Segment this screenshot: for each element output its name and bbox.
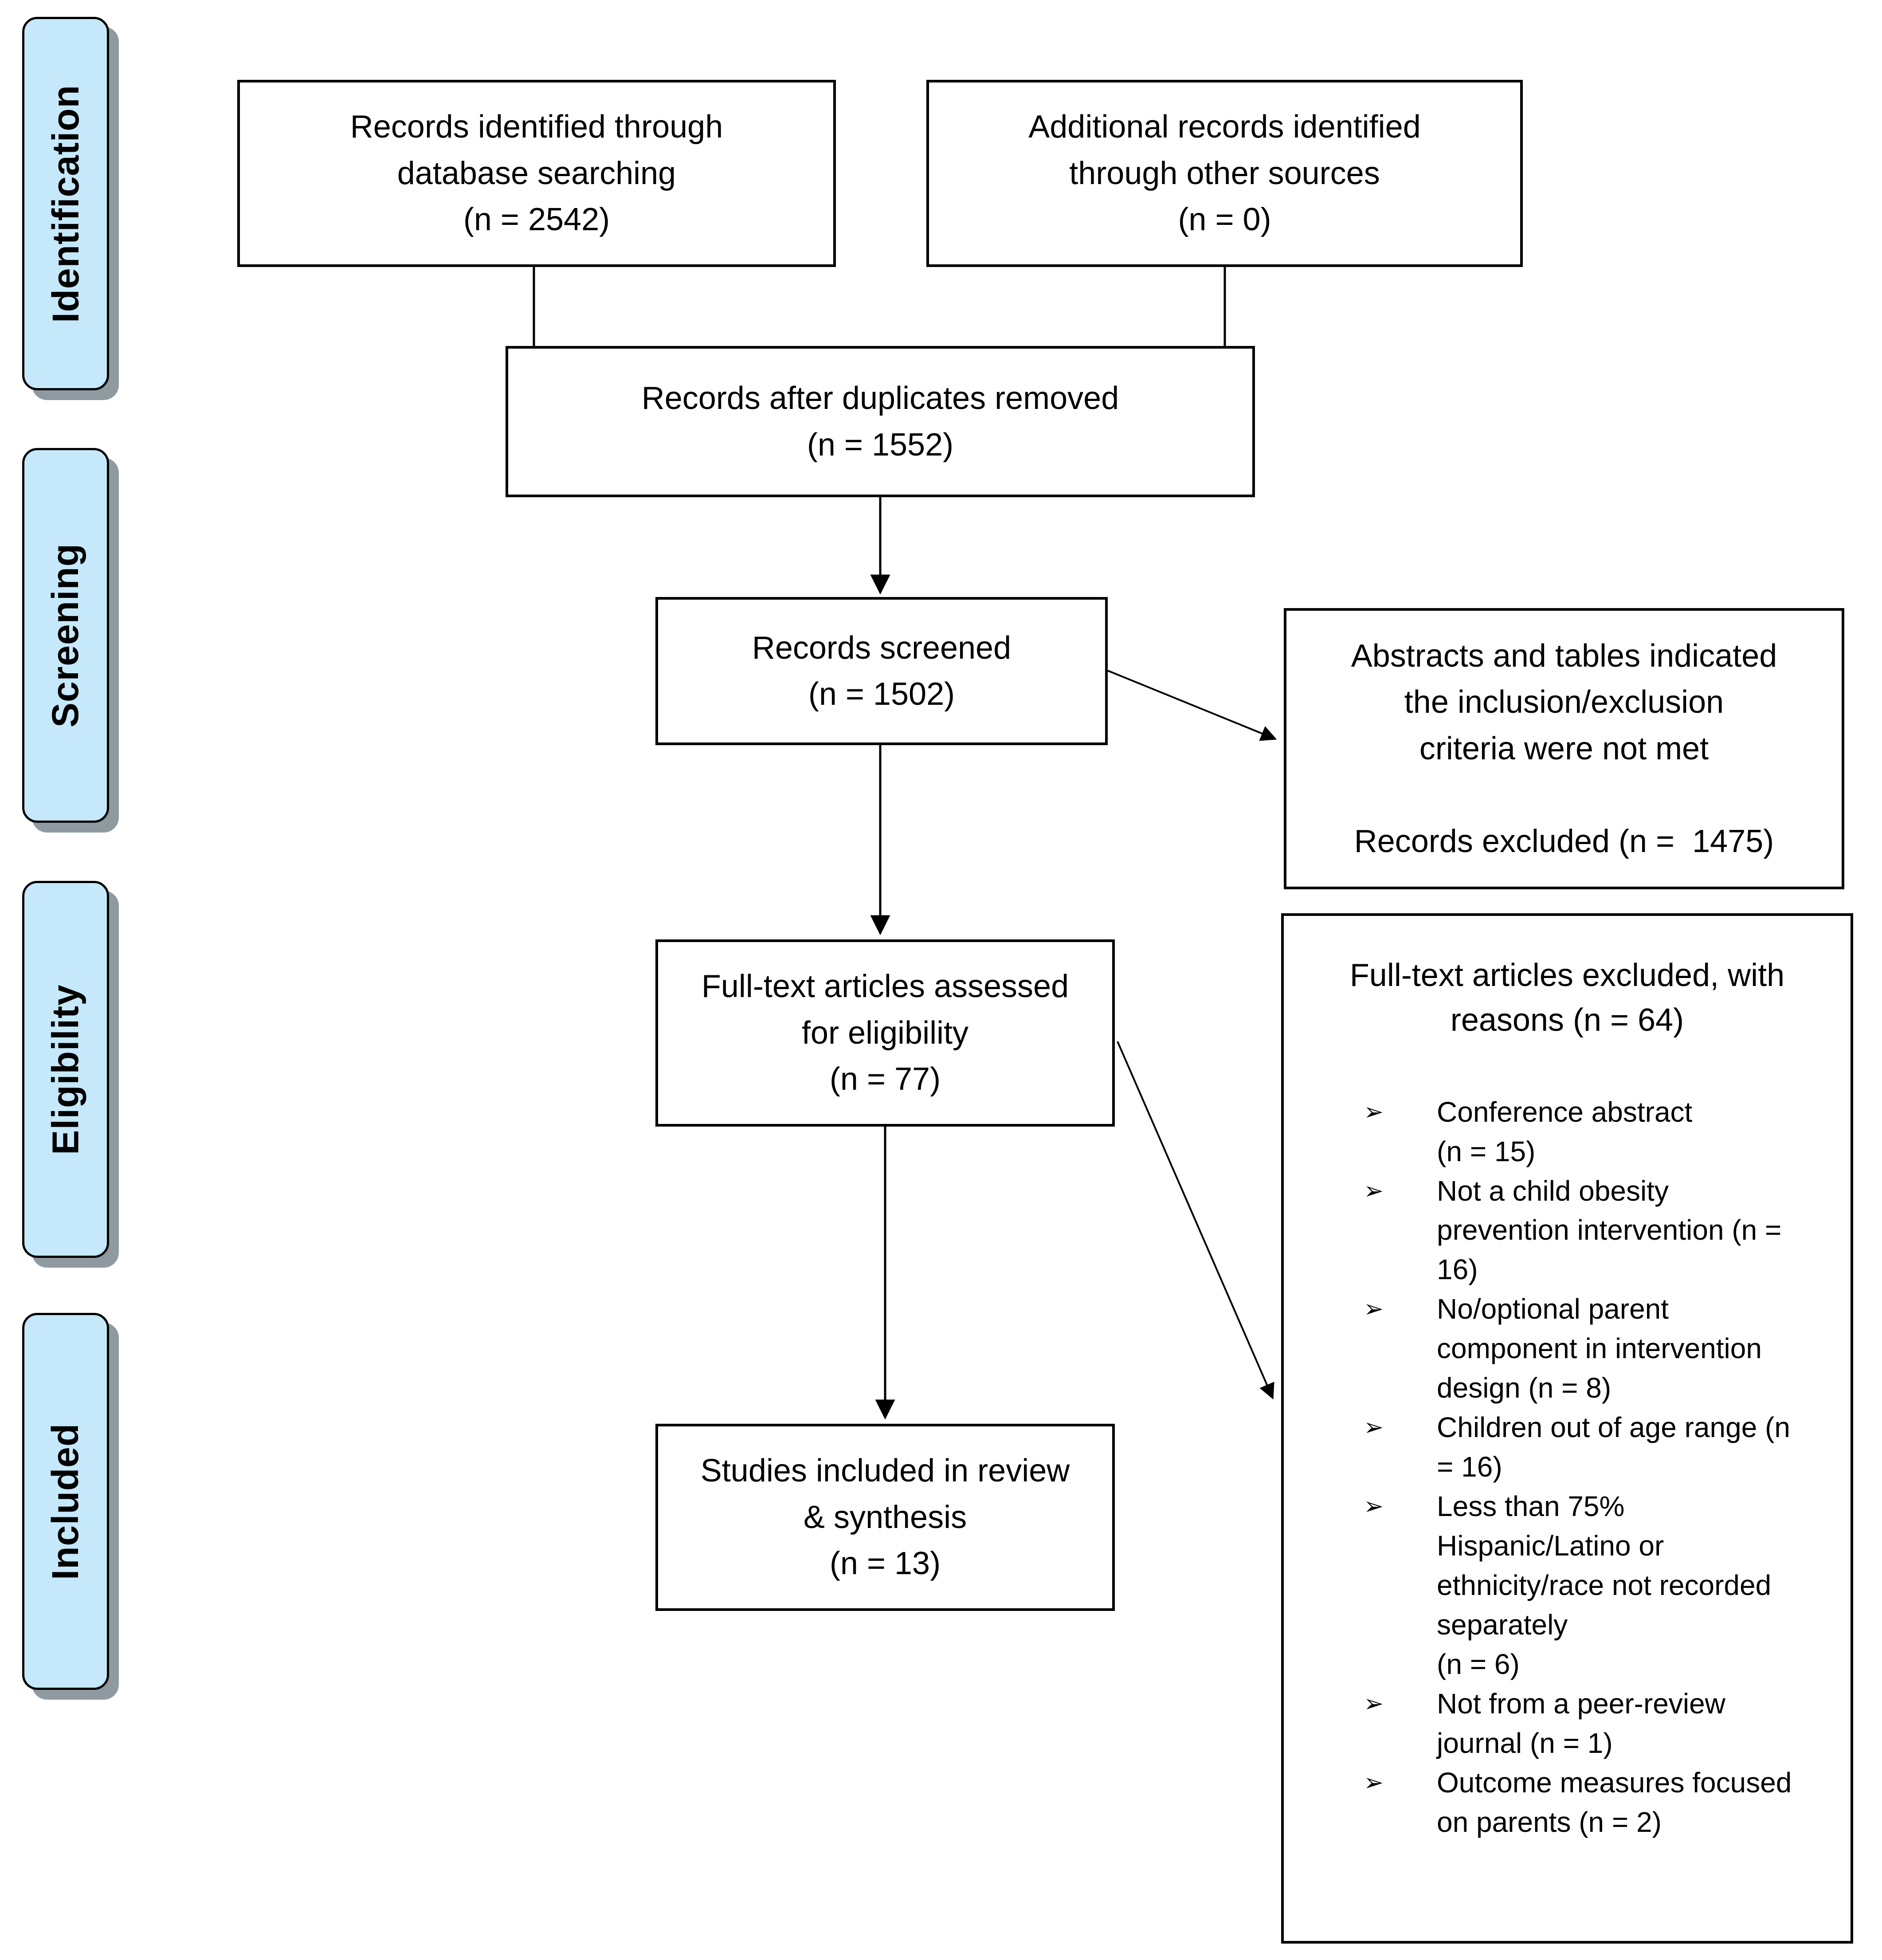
arrow-bullet-icon: ➢ [1364, 1690, 1384, 1717]
box-records-excluded-text: Abstracts and tables indicated the inclu… [1351, 638, 1777, 859]
reason-text: Outcome measures focused on parents (n =… [1437, 1766, 1792, 1838]
box-additional-records-text: Additional records identified through ot… [1028, 109, 1421, 238]
list-item: ➢ Not a child obesity prevention interve… [1364, 1171, 1837, 1290]
box-studies-included: Studies included in review & synthesis (… [655, 1424, 1115, 1611]
arrow-bullet-icon: ➢ [1364, 1493, 1384, 1520]
box-records-identified-text: Records identified through database sear… [350, 109, 723, 238]
box-records-screened-text: Records screened (n = 1502) [752, 630, 1012, 712]
reason-text: Less than 75% Hispanic/Latino or ethnici… [1437, 1490, 1772, 1680]
reason-text: No/optional parent component in interven… [1437, 1293, 1762, 1404]
list-item: ➢ Outcome measures focused on parents (n… [1364, 1763, 1837, 1842]
reason-text: Conference abstract (n = 15) [1437, 1096, 1693, 1167]
list-item: ➢ Not from a peer-review journal (n = 1) [1364, 1684, 1837, 1763]
box-records-screened: Records screened (n = 1502) [655, 597, 1108, 745]
box-fulltext-excluded-reasons: Full-text articles excluded, with reason… [1281, 913, 1853, 1944]
stage-eligibility-label: Eligibility [44, 984, 86, 1155]
reason-text: Children out of age range (n = 16) [1437, 1411, 1790, 1483]
box-additional-records: Additional records identified through ot… [926, 80, 1523, 267]
arrow-fulltext-to-reasons [1117, 1041, 1274, 1400]
box-duplicates-removed: Records after duplicates removed (n = 15… [506, 346, 1255, 497]
arrow-bullet-icon: ➢ [1364, 1177, 1384, 1204]
list-item: ➢ Conference abstract (n = 15) [1364, 1092, 1837, 1171]
arrow-bullet-icon: ➢ [1364, 1769, 1384, 1796]
box-records-excluded: Abstracts and tables indicated the inclu… [1284, 608, 1844, 889]
box-records-identified: Records identified through database sear… [237, 80, 836, 267]
box-studies-included-text: Studies included in review & synthesis (… [700, 1453, 1070, 1582]
exclusion-reasons-list: ➢ Conference abstract (n = 15) ➢ Not a c… [1284, 1092, 1851, 1842]
arrow-bullet-icon: ➢ [1364, 1414, 1384, 1441]
list-item: ➢ Less than 75% Hispanic/Latino or ethni… [1364, 1487, 1837, 1684]
fulltext-excluded-title: Full-text articles excluded, with reason… [1349, 958, 1785, 1038]
stage-screening: Screening [22, 448, 109, 823]
stage-eligibility: Eligibility [22, 881, 109, 1258]
box-fulltext-assessed-text: Full-text articles assessed for eligibil… [701, 969, 1069, 1097]
stage-identification-label: Identification [44, 84, 86, 323]
box-fulltext-assessed: Full-text articles assessed for eligibil… [655, 939, 1115, 1127]
stage-identification: Identification [22, 17, 109, 390]
arrow-bullet-icon: ➢ [1364, 1098, 1384, 1125]
reason-text: Not from a peer-review journal (n = 1) [1437, 1687, 1725, 1759]
arrow-bullet-icon: ➢ [1364, 1296, 1384, 1323]
stage-included: Included [22, 1313, 109, 1690]
list-item: ➢ No/optional parent component in interv… [1364, 1289, 1837, 1408]
stage-included-label: Included [44, 1423, 86, 1580]
reason-text: Not a child obesity prevention intervent… [1437, 1174, 1782, 1286]
box-duplicates-removed-text: Records after duplicates removed (n = 15… [641, 381, 1119, 463]
stage-screening-label: Screening [44, 543, 86, 728]
list-item: ➢ Children out of age range (n = 16) [1364, 1408, 1837, 1487]
arrow-screened-to-records-excluded [1107, 670, 1277, 741]
